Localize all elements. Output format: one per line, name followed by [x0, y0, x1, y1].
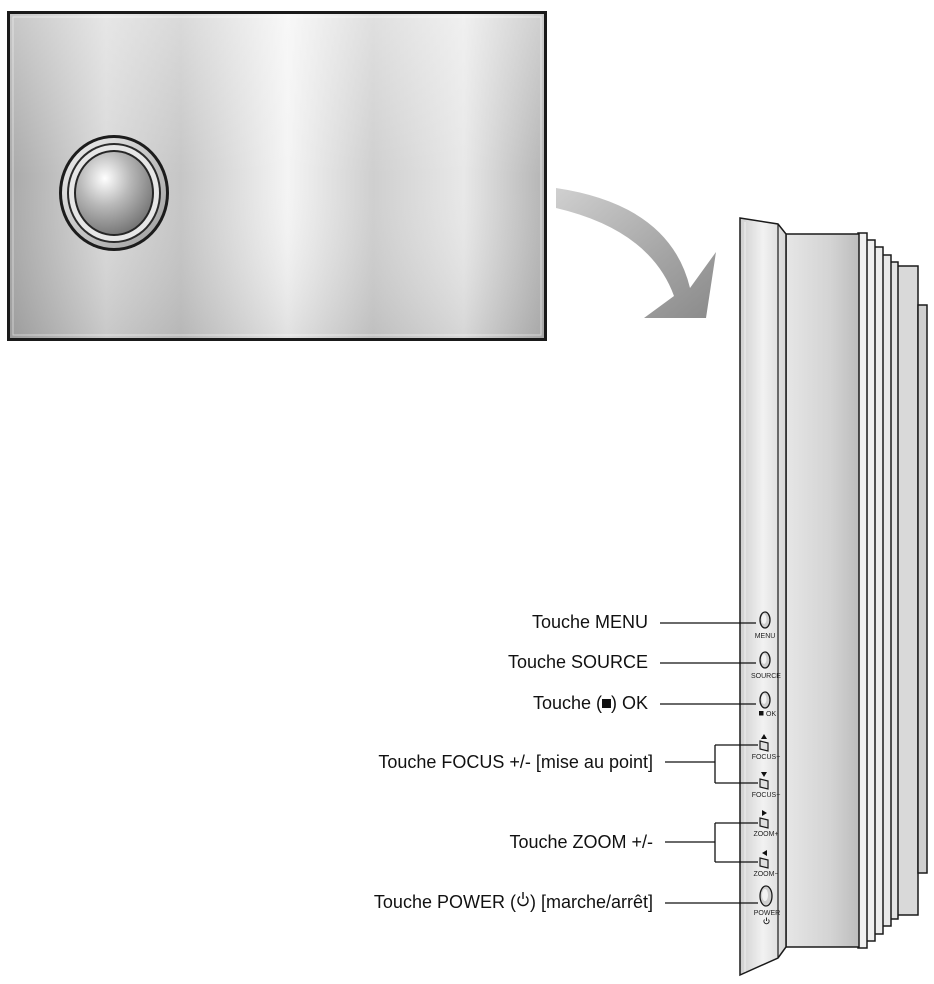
zoom-plus-button[interactable]: [759, 817, 769, 829]
focus-plus-panel-label: FOCUS+: [752, 754, 781, 761]
leader-lines: [660, 622, 758, 904]
focus-up-arrow-icon: [761, 734, 767, 739]
menu-panel-label: MENU: [755, 633, 776, 640]
ok-panel-label: OK: [766, 711, 776, 718]
power-callout: Touche POWER ( ) [marche/arrêt]: [374, 891, 653, 913]
ok-callout-prefix: Touche (: [532, 693, 602, 713]
menu-callout-text: Touche MENU: [531, 612, 648, 632]
front-panel-view: [7, 11, 547, 341]
source-callout-text: Touche SOURCE: [507, 652, 648, 672]
ok-callout: Touche ( ) OK: [533, 692, 648, 714]
zoom-callout-text: Touche ZOOM +/-: [509, 832, 653, 852]
power-symbol-icon: [763, 917, 770, 925]
source-callout: Touche SOURCE: [508, 651, 648, 673]
zoom-left-arrow-icon: [762, 850, 767, 856]
power-icon: [517, 892, 529, 907]
menu-button[interactable]: [759, 611, 771, 629]
power-panel-label: POWER: [754, 910, 780, 917]
ok-callout-suffix: ) OK: [610, 693, 648, 713]
power-callout-prefix: Touche POWER (: [373, 892, 516, 912]
focus-plus-button[interactable]: [759, 740, 769, 752]
focus-callout-text: Touche FOCUS +/- [mise au point]: [378, 752, 653, 772]
stop-square-icon: [601, 699, 611, 708]
power-callout-suffix: ) [marche/arrêt]: [529, 892, 653, 912]
source-panel-label: SOURCE: [751, 673, 781, 680]
focus-callout: Touche FOCUS +/- [mise au point]: [378, 751, 653, 773]
side-panel-view: MENU SOURCE OK FOCUS+ FOCUS: [739, 217, 928, 977]
zoom-right-arrow-icon: [762, 810, 767, 816]
source-button[interactable]: [759, 651, 771, 669]
ok-button[interactable]: [759, 691, 771, 709]
zoom-direction-arrow-icon: [556, 188, 716, 318]
focus-minus-button[interactable]: [759, 778, 769, 790]
focus-minus-panel-label: FOCUS−: [752, 792, 781, 799]
power-button[interactable]: [759, 885, 773, 907]
focus-down-arrow-icon: [761, 772, 767, 777]
menu-callout: Touche MENU: [532, 611, 648, 633]
ok-square-icon: [759, 711, 764, 716]
zoom-callout: Touche ZOOM +/-: [509, 831, 653, 853]
zoom-minus-panel-label: ZOOM−: [753, 871, 778, 878]
front-knob-icon: [59, 135, 169, 251]
zoom-minus-button[interactable]: [759, 857, 769, 869]
zoom-plus-panel-label: ZOOM+: [753, 831, 778, 838]
